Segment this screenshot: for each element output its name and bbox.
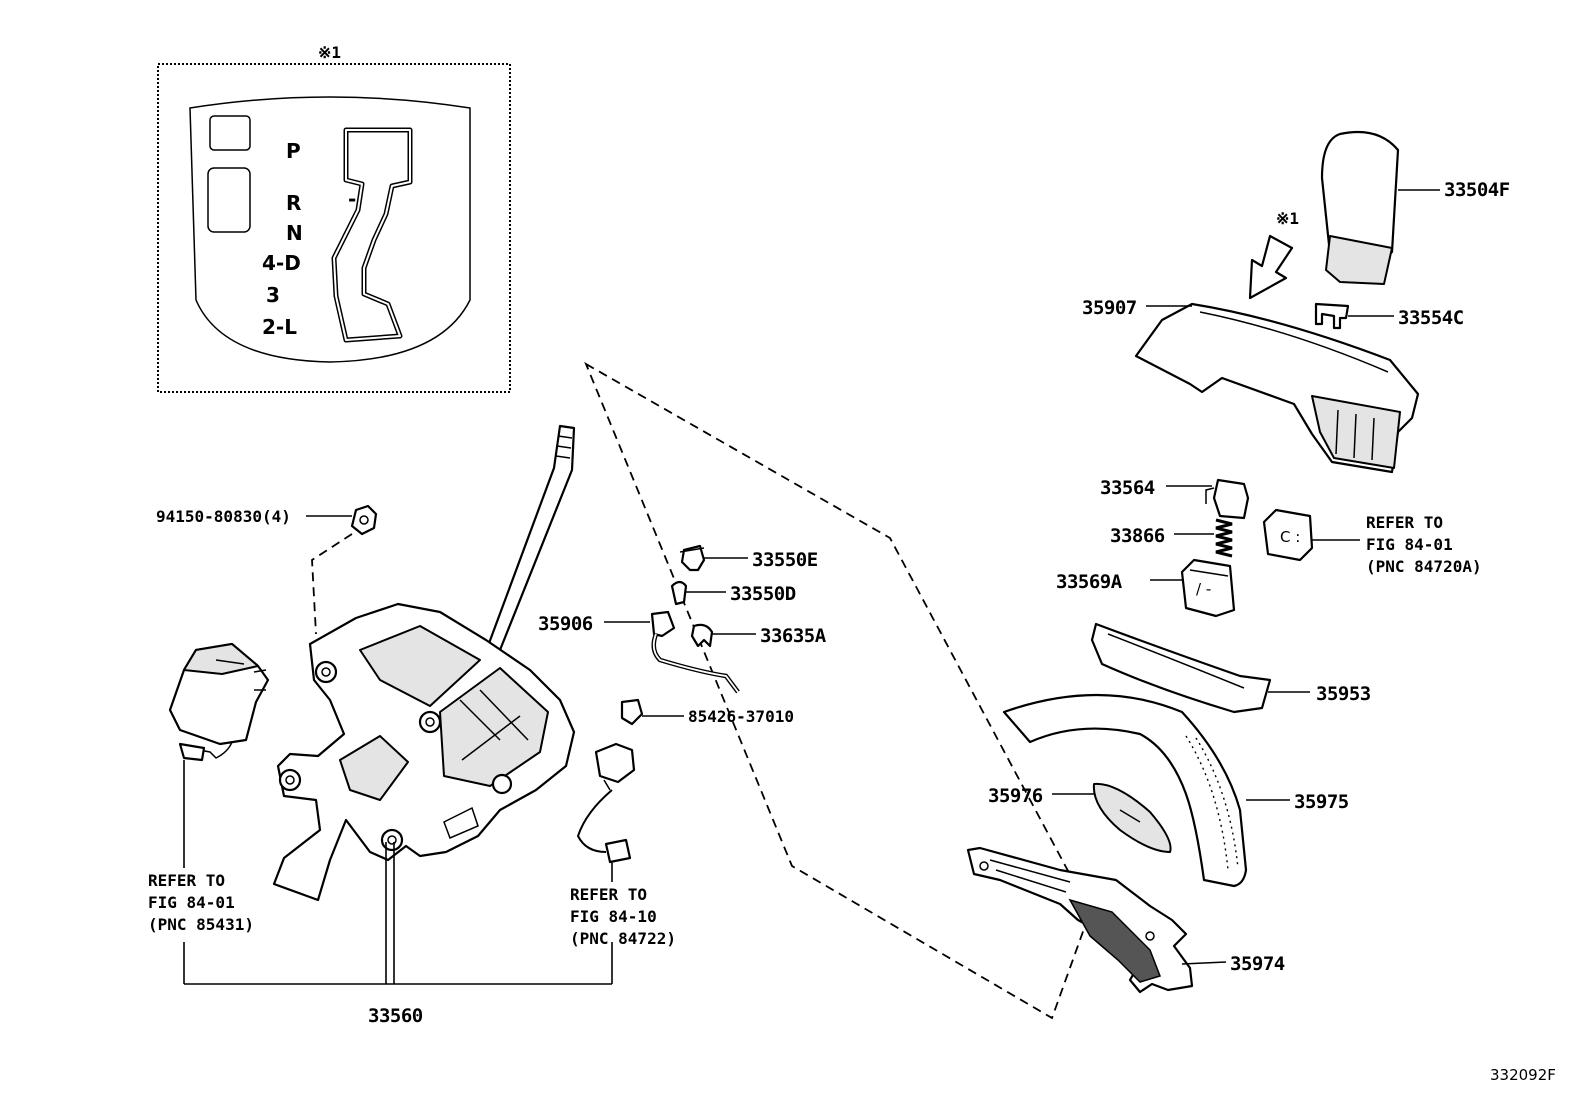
refer-note-right: REFER TO FIG 84-01 (PNC 84720A) [1366,513,1482,576]
svg-text:(PNC 85431): (PNC 85431) [148,915,254,934]
callout-35906: 35906 [538,613,593,635]
callout-35974: 35974 [1230,953,1285,975]
bulb-33550D [670,580,688,606]
inset-note-mark: ※1 [318,43,341,62]
svg-text:REFER TO: REFER TO [1366,513,1443,532]
callout-35953: 35953 [1316,683,1371,705]
trim-35953 [1090,622,1272,714]
clip-33635A [690,623,714,648]
refer-note-middle: REFER TO FIG 84-10 (PNC 84722) [570,885,676,948]
gate-label-d: 4-D [262,251,301,275]
bracket-33560-leaders [183,842,613,985]
callout-33550D: 33550D [730,583,796,605]
callout-33569A: 33569A [1056,571,1123,593]
svg-text:FIG 84-01: FIG 84-01 [148,893,235,912]
gate-label-r: R [286,191,301,215]
shift-knob [1320,130,1400,285]
assembly-dashed-boundary [584,361,1091,1020]
refer-note-left: REFER TO FIG 84-01 (PNC 85431) [148,871,254,934]
svg-text:REFER TO: REFER TO [570,885,647,904]
clip-85426-37010 [620,698,644,726]
svg-text:(PNC 84722): (PNC 84722) [570,929,676,948]
indicator-housing-35974 [966,846,1194,994]
leader-35974 [1181,961,1227,965]
arrow-note-mark: ※1 [1276,209,1299,228]
shift-lock-solenoid [168,642,270,762]
svg-text:/ -: / - [1196,580,1211,598]
inset-frame [157,63,511,393]
callout-33554C: 33554C [1398,307,1464,329]
note-arrow: ※1 [1248,209,1299,300]
callout-35975: 35975 [1294,791,1349,813]
clip-33554C [1314,302,1350,330]
gate-label-3: 3 [266,283,280,307]
release-button-33564 [1205,478,1250,520]
wire-harness-84722 [576,742,636,864]
slide-cover-35975 [1002,693,1248,888]
shift-console-cover [1134,302,1420,474]
nut-94150 [350,504,378,536]
svg-text:REFER TO: REFER TO [148,871,225,890]
gate-label-n: N [286,221,303,245]
callout-33635A: 33635A [760,625,827,647]
shift-lever-bracket-33560 [272,602,576,902]
svg-text:C :: C : [1280,528,1300,546]
bulb-socket-33550E [679,544,706,572]
callout-33564: 33564 [1100,477,1155,499]
callout-35907: 35907 [1082,297,1137,319]
shift-switch-connector: C : [1262,508,1314,562]
callout-94150-80830: 94150-80830(4) [156,507,291,526]
callout-33550E: 33550E [752,549,818,571]
panel-window-upper [209,115,251,151]
socket-wire-35906 [650,610,740,694]
panel-window-lower [207,167,251,233]
figure-number: 332092F [1490,1066,1556,1084]
callout-33504F: 33504F [1444,179,1510,201]
svg-text:FIG 84-01: FIG 84-01 [1366,535,1453,554]
callout-85426-37010: 85426-37010 [688,707,794,726]
button-33569A: / - [1180,558,1236,618]
svg-text:(PNC 84720A): (PNC 84720A) [1366,557,1482,576]
plate-35976 [1092,782,1172,853]
shift-panel-outline [189,96,471,363]
svg-text:FIG 84-10: FIG 84-10 [570,907,657,926]
gate-slot-inner [333,129,411,341]
gate-label-p: P [286,139,301,163]
callout-35976: 35976 [988,785,1043,807]
nut-dashed-path [311,533,353,635]
gate-label-l: 2-L [262,315,297,339]
shift-gate-inset: ※1 P R N 4-D 3 2-L - [157,43,511,393]
spring-33866 [1215,518,1233,558]
callout-33560: 33560 [368,1005,423,1027]
callout-33866: 33866 [1110,525,1165,547]
gate-label-minus: - [348,187,356,211]
